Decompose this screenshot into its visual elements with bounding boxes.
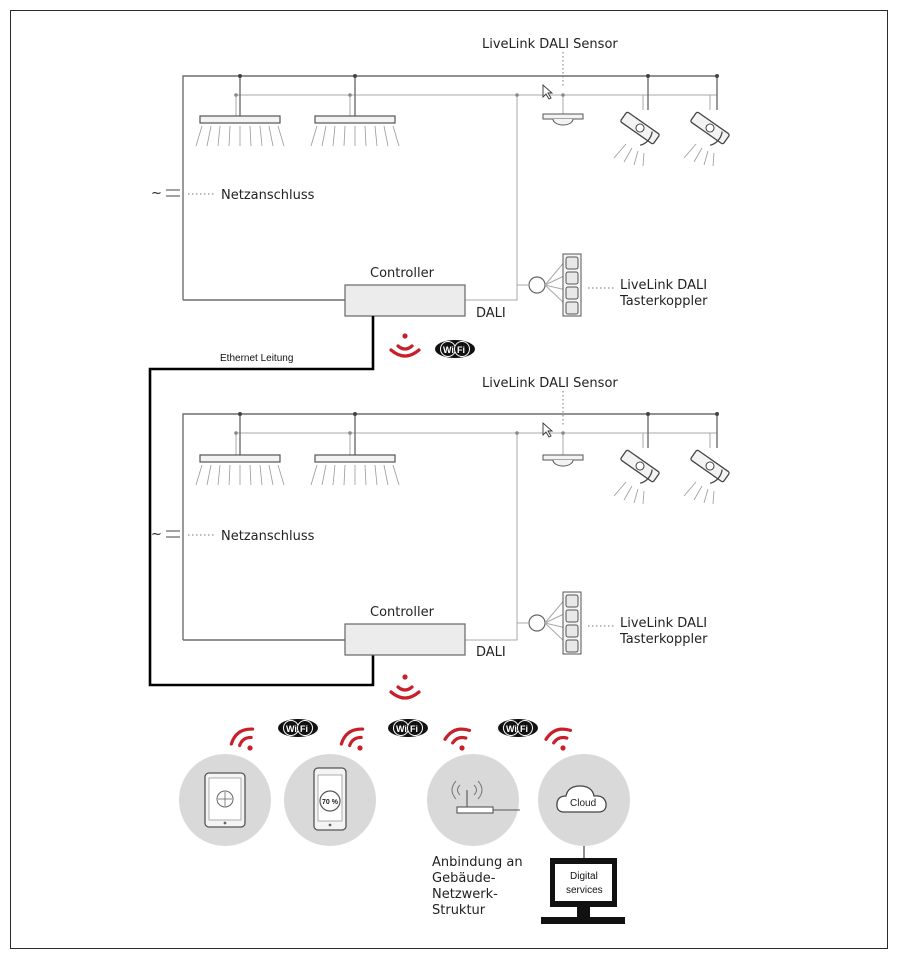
coupler-label-line2: Tasterkoppler bbox=[619, 632, 708, 647]
segment-2: LiveLink DALI Sensor ~ Netzanschluss Con… bbox=[151, 376, 731, 660]
router-device bbox=[427, 754, 520, 846]
spotlight-icon bbox=[683, 448, 731, 505]
controller-box bbox=[344, 623, 466, 656]
wifi-signal-icon bbox=[339, 727, 365, 751]
wifi-badge-icon: Wi Fi bbox=[497, 718, 539, 738]
tilde-symbol: ~ bbox=[151, 186, 162, 201]
controller-label: Controller bbox=[370, 605, 435, 620]
wifi-badge-icon: Wi Fi bbox=[277, 718, 319, 738]
svg-text:Fi: Fi bbox=[410, 724, 418, 734]
ethernet-cable bbox=[148, 316, 375, 687]
sensor-icon bbox=[542, 454, 584, 467]
wifi-signal-icon bbox=[389, 674, 421, 700]
spotlight-icon bbox=[683, 110, 731, 167]
cursor-icon bbox=[542, 84, 553, 100]
wifi-signal-icon bbox=[544, 727, 573, 751]
building-network-line3: Netzwerk- bbox=[432, 887, 498, 902]
tilde-symbol: ~ bbox=[151, 527, 162, 542]
spotlight-icon bbox=[613, 448, 661, 505]
cloud-label: Cloud bbox=[570, 798, 596, 809]
svg-text:Fi: Fi bbox=[457, 345, 465, 355]
wifi-signal-icon bbox=[389, 333, 421, 358]
wifi-signal-icon bbox=[443, 727, 472, 751]
dali-label: DALI bbox=[476, 645, 506, 660]
dali-label: DALI bbox=[476, 306, 506, 321]
wifi-badge-icon: Wi Fi bbox=[387, 718, 429, 738]
luminaire-icon bbox=[195, 115, 285, 147]
svg-text:Wi: Wi bbox=[506, 724, 517, 734]
building-network-line1: Anbindung an bbox=[432, 855, 523, 870]
sensor-icon bbox=[542, 113, 584, 126]
controller-label: Controller bbox=[370, 266, 435, 281]
cloud-device: Cloud bbox=[538, 754, 630, 858]
segment-1: LiveLink DALI Sensor ~ Netzanschluss Con… bbox=[151, 37, 731, 321]
smartphone-device: 70 % bbox=[284, 754, 376, 846]
diagram-frame bbox=[10, 10, 888, 949]
mains-line-upper bbox=[182, 413, 717, 640]
svg-text:Wi: Wi bbox=[443, 345, 454, 355]
mains-line-upper bbox=[182, 75, 717, 300]
svg-text:Fi: Fi bbox=[520, 724, 528, 734]
coupler-label-line1: LiveLink DALI bbox=[620, 278, 707, 293]
coupler-label-line2: Tasterkoppler bbox=[619, 294, 708, 309]
ethernet-label: Ethernet Leitung bbox=[220, 353, 293, 364]
cloud-icon bbox=[556, 785, 607, 813]
sensor-label: LiveLink DALI Sensor bbox=[482, 37, 618, 52]
brightness-level: 70 % bbox=[322, 799, 339, 806]
push-button-coupler-icon bbox=[562, 591, 582, 655]
svg-text:Wi: Wi bbox=[286, 724, 297, 734]
svg-text:Fi: Fi bbox=[300, 724, 308, 734]
digital-services-line2: services bbox=[566, 885, 603, 896]
tablet-device bbox=[179, 754, 271, 846]
router-icon bbox=[456, 806, 494, 814]
luminaire-icon bbox=[310, 115, 400, 147]
wifi-badge-icon: Wi Fi bbox=[434, 339, 476, 359]
sensor-label: LiveLink DALI Sensor bbox=[482, 376, 618, 391]
svg-text:Wi: Wi bbox=[396, 724, 407, 734]
coupler-label-line1: LiveLink DALI bbox=[620, 616, 707, 631]
controller-box bbox=[344, 284, 466, 317]
mains-label: Netzanschluss bbox=[221, 188, 315, 203]
building-network-line4: Struktur bbox=[432, 903, 486, 918]
digital-services-monitor: Digital services bbox=[541, 858, 625, 924]
digital-services-line1: Digital bbox=[570, 871, 598, 882]
luminaire-icon bbox=[195, 454, 285, 486]
spotlight-icon bbox=[613, 110, 661, 167]
cursor-icon bbox=[542, 422, 553, 438]
building-network-line2: Gebäude- bbox=[432, 871, 496, 886]
luminaire-icon bbox=[310, 454, 400, 486]
wifi-signal-icon bbox=[229, 727, 255, 751]
mains-label: Netzanschluss bbox=[221, 529, 315, 544]
push-button-coupler-icon bbox=[562, 253, 582, 317]
